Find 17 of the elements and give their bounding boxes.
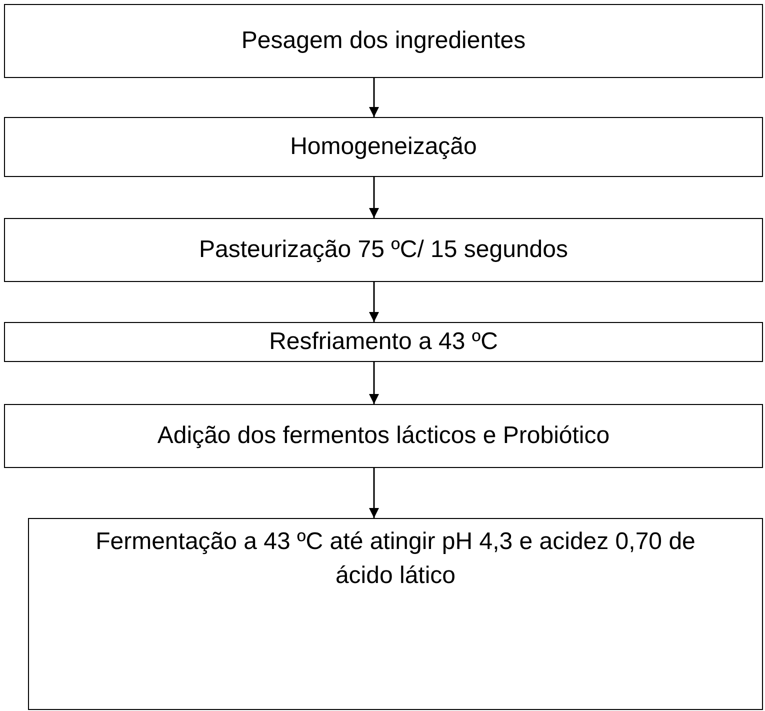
- step-text: Adição dos fermentos lácticos e Probiótico: [157, 421, 610, 452]
- process-box: [4, 322, 763, 362]
- process-box: [4, 4, 763, 78]
- arrow: [369, 177, 379, 218]
- step-text: Pasteurização 75 ºC/ 15 segundos: [199, 235, 568, 266]
- process-box: [4, 218, 763, 282]
- process-box: [4, 404, 763, 468]
- step-text: Fermentação a 43 ºC até atingir pH 4,3 e acidez 0,70 de ácido lático: [94, 527, 696, 591]
- arrow: [369, 468, 379, 518]
- arrow: [369, 362, 379, 404]
- step-text: Resfriamento a 43 ºC: [269, 327, 498, 358]
- arrow: [369, 78, 379, 117]
- process-box: [28, 518, 763, 710]
- step-text: Homogeneização: [290, 132, 477, 162]
- process-box: [4, 117, 763, 177]
- step-text: Pesagem dos ingredientes: [241, 26, 526, 56]
- arrow: [369, 282, 379, 322]
